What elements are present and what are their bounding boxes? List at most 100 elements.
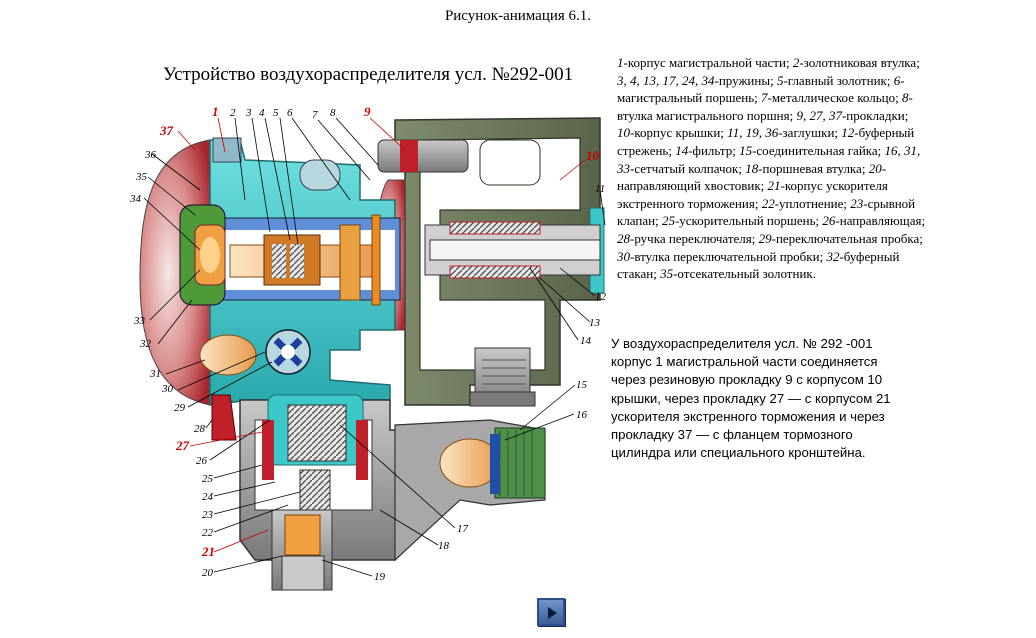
legend-text: -фильтр; bbox=[688, 142, 740, 158]
legend-number: 16, 31, 33 bbox=[617, 142, 921, 176]
callout-5: 5 bbox=[273, 107, 279, 119]
figure-title: Устройство воздухораспределителя усл. №2… bbox=[163, 64, 574, 85]
legend-text: -главный золотник; bbox=[783, 72, 894, 88]
legend-text: -буферный стакан; bbox=[617, 248, 900, 282]
figure-caption: Рисунок-анимация 6.1. bbox=[444, 8, 592, 24]
legend-number: 1 bbox=[617, 55, 624, 70]
callout-2: 2 bbox=[230, 107, 236, 119]
legend-number: 15 bbox=[739, 142, 753, 158]
legend-text: -магистральный поршень; bbox=[617, 72, 905, 106]
description-text: У воздухораспределителя усл. № 292 -001 … bbox=[611, 336, 891, 461]
legend-text: -поршневая втулка; bbox=[758, 160, 869, 176]
legend-text: -срывной клапан; bbox=[617, 195, 916, 229]
callout-12: 12 bbox=[595, 291, 607, 303]
legend-number: 29 bbox=[758, 230, 772, 246]
callout-35: 35 bbox=[135, 171, 148, 183]
legend-number: 11, 19, 36 bbox=[727, 125, 779, 141]
legend-text: -уплотнение; bbox=[774, 195, 851, 211]
legend-text: -буферный стрежень; bbox=[617, 125, 915, 158]
legend-number: 28 bbox=[617, 230, 630, 246]
legend-number: 23 bbox=[850, 195, 864, 211]
callout-16: 16 bbox=[576, 409, 588, 421]
callout-25: 25 bbox=[202, 473, 214, 485]
legend-text: -корпус магистральной части; bbox=[623, 55, 793, 70]
callout-13: 13 bbox=[589, 317, 601, 329]
buffer-rod-12 bbox=[424, 221, 601, 279]
legend-number: 22 bbox=[761, 195, 775, 211]
legend-text: -отсекательный золотник. bbox=[673, 266, 816, 282]
legend-number: 20 bbox=[868, 160, 882, 176]
legend-number: 30 bbox=[617, 248, 630, 264]
legend-number: 35 bbox=[660, 266, 674, 282]
legend-number: 14 bbox=[675, 142, 689, 158]
legend-number: 12 bbox=[841, 125, 855, 141]
callout-19: 19 bbox=[374, 571, 386, 583]
legend-text: -ускорительный поршень; bbox=[674, 213, 823, 229]
leader-lines bbox=[143, 117, 606, 577]
callout-3: 3 bbox=[245, 107, 252, 119]
legend-number: 18 bbox=[745, 160, 759, 176]
callout-1: 1 bbox=[212, 104, 219, 119]
legend-text: -прокладки; bbox=[841, 107, 909, 123]
legend-text: -втулка переключательной пробки; bbox=[630, 248, 827, 264]
callout-17: 17 bbox=[457, 523, 469, 535]
callout-18: 18 bbox=[438, 540, 450, 552]
callout-22: 22 bbox=[202, 527, 214, 539]
callout-33: 33 bbox=[133, 315, 146, 327]
callout-24: 24 bbox=[202, 491, 214, 503]
legend-number: 7 bbox=[761, 90, 768, 106]
callout-11: 11 bbox=[595, 183, 605, 195]
legend-text: -корпус ускорителя экстренного торможени… bbox=[617, 178, 888, 211]
legend-text: -направляющий хвостовик; bbox=[617, 160, 887, 194]
callout-15: 15 bbox=[576, 379, 588, 391]
legend-number: 26 bbox=[822, 213, 836, 229]
callout-31: 31 bbox=[149, 368, 161, 380]
callout-30: 30 bbox=[161, 383, 174, 395]
legend-number: 2 bbox=[792, 55, 800, 70]
callout-27: 27 bbox=[175, 438, 190, 453]
legend-number: 9, 27, 37 bbox=[796, 107, 842, 123]
spool-assembly bbox=[214, 214, 401, 306]
callout-14: 14 bbox=[580, 335, 592, 347]
legend-text: -заглушки; bbox=[778, 125, 842, 141]
legend-text: -втулка магистрального поршня; bbox=[617, 90, 913, 123]
legend-text: -переключательная пробка; bbox=[771, 230, 923, 246]
legend-number: 10 bbox=[617, 125, 630, 141]
callout-6: 6 bbox=[287, 107, 293, 119]
callout-8: 8 bbox=[330, 107, 336, 119]
callout-36: 36 bbox=[144, 149, 157, 161]
legend-text: -соединительная гайка; bbox=[752, 142, 885, 158]
elbow-connector-15 bbox=[394, 419, 546, 562]
play-button[interactable] bbox=[537, 598, 565, 626]
callout-29: 29 bbox=[174, 402, 186, 414]
legend-text: -направляющая; bbox=[835, 213, 926, 229]
legend-number: 25 bbox=[661, 213, 675, 229]
legend-number: 3, 4, 13, 17, 24, 34 bbox=[617, 72, 715, 88]
callout-9: 9 bbox=[364, 104, 371, 119]
legend-text: -золотниковая втулка; bbox=[799, 55, 920, 70]
callout-7: 7 bbox=[312, 109, 318, 121]
legend-number: 21 bbox=[767, 178, 781, 194]
callout-34: 34 bbox=[129, 193, 142, 205]
switch-plug-29 bbox=[265, 329, 311, 375]
legend-text: -сетчатый колпачок; bbox=[630, 160, 746, 176]
callout-numbers: 1 2 3 4 5 6 7 8 9 10 11 12 13 14 15 16 1… bbox=[129, 104, 607, 583]
legend-text: -корпус крышки; bbox=[630, 125, 728, 141]
callout-28: 28 bbox=[194, 423, 206, 435]
legend-text: -ручка переключателя; bbox=[630, 230, 759, 246]
callout-21: 21 bbox=[201, 544, 215, 559]
callout-10: 10 bbox=[586, 148, 600, 163]
callout-26: 26 bbox=[196, 455, 208, 467]
play-icon bbox=[548, 607, 557, 619]
legend-number: 6 bbox=[893, 72, 901, 88]
mesh-cap-31 bbox=[199, 334, 257, 376]
callout-32: 32 bbox=[139, 338, 152, 350]
callout-23: 23 bbox=[202, 509, 214, 521]
legend-number: 32 bbox=[826, 248, 840, 264]
legend-text: -пружины; bbox=[714, 72, 777, 88]
switch-handle-28 bbox=[211, 394, 237, 441]
legend-number: 5 bbox=[776, 72, 784, 88]
callout-4: 4 bbox=[259, 107, 265, 119]
legend-text: -металлическое кольцо; bbox=[767, 90, 902, 106]
